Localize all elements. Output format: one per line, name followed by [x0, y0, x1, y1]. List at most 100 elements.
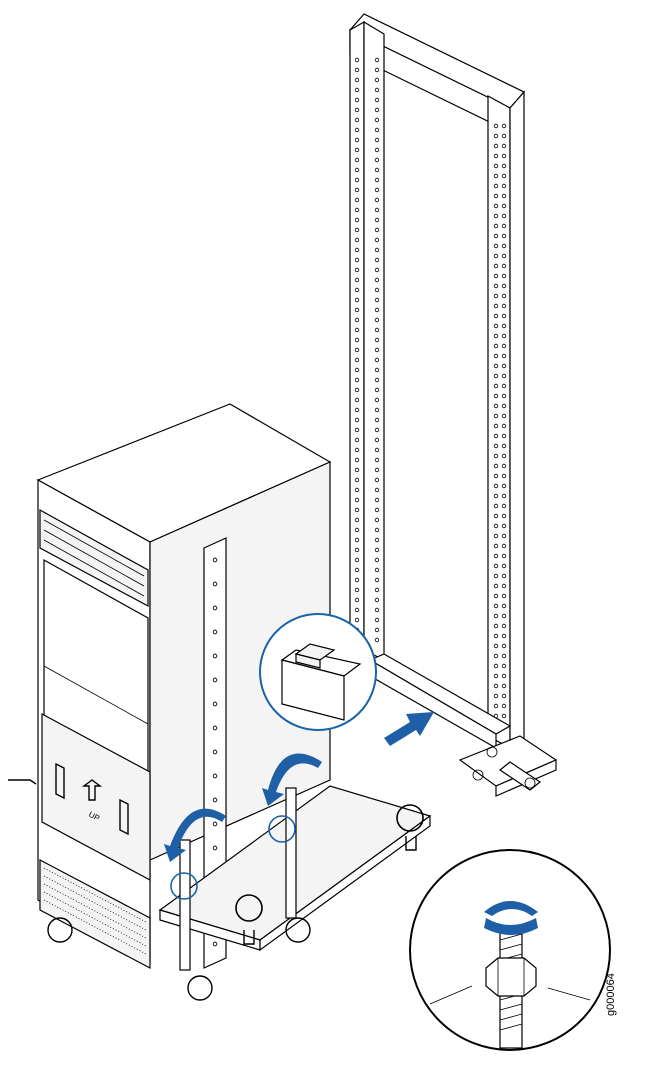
rack-hole [374, 97, 380, 103]
rack-hole [374, 117, 380, 123]
rack-hole [374, 407, 380, 413]
rack-hole [501, 333, 507, 339]
rack-hole [493, 373, 499, 379]
rack-hole [374, 437, 380, 443]
rotate-arrow-icon [164, 753, 322, 862]
rack-hole [493, 563, 499, 569]
rack-hole [354, 257, 360, 263]
rack-hole [374, 507, 380, 513]
rack-hole [374, 377, 380, 383]
rack-hole [501, 203, 507, 209]
rack-hole [493, 613, 499, 619]
rack-hole [493, 413, 499, 419]
rack-hole [501, 713, 507, 719]
rack-hole [501, 473, 507, 479]
rack-hole [493, 643, 499, 649]
rack-hole [501, 663, 507, 669]
router-chassis: UP [8, 403, 332, 969]
rack-hole [374, 477, 380, 483]
rack-hole [212, 749, 218, 755]
rack-hole [374, 207, 380, 213]
rack-hole [493, 523, 499, 529]
rack-hole [354, 467, 360, 473]
rack-hole [374, 627, 380, 633]
rack-hole [374, 517, 380, 523]
rack-hole [354, 517, 360, 523]
rack-hole [354, 197, 360, 203]
rack-hole [354, 137, 360, 143]
rack-hole [501, 193, 507, 199]
rack-hole [493, 673, 499, 679]
rack-hole [501, 223, 507, 229]
rack-hole [501, 493, 507, 499]
rack-hole [501, 423, 507, 429]
rack-hole [493, 553, 499, 559]
rack-hole [354, 587, 360, 593]
rack-hole [501, 313, 507, 319]
rack-hole [212, 773, 218, 779]
rack-hole [354, 267, 360, 273]
rack-hole [374, 557, 380, 563]
rack-hole [493, 243, 499, 249]
rack-hole [354, 117, 360, 123]
rack-hole [212, 677, 218, 683]
rack-hole [212, 725, 218, 731]
rack-hole [354, 357, 360, 363]
rack-hole [374, 537, 380, 543]
rack-hole [212, 821, 218, 827]
rack-hole [501, 353, 507, 359]
rack-hole [501, 413, 507, 419]
rack-hole [354, 497, 360, 503]
rack-hole [493, 133, 499, 139]
rack-hole [493, 693, 499, 699]
rack-hole [501, 463, 507, 469]
rack-hole [354, 417, 360, 423]
rack-hole [501, 623, 507, 629]
rack-hole [354, 277, 360, 283]
rack-hole [501, 433, 507, 439]
rack-hole [374, 527, 380, 533]
rack-hole [501, 243, 507, 249]
open-frame-rack [349, 13, 558, 797]
rack-hole [493, 513, 499, 519]
figure-id-label: g000064 [605, 973, 617, 1016]
rack-hole [493, 633, 499, 639]
rack-hole [501, 133, 507, 139]
rack-hole [493, 333, 499, 339]
rack-hole [354, 477, 360, 483]
rack-hole [212, 845, 218, 851]
rack-hole [501, 363, 507, 369]
rack-hole [501, 183, 507, 189]
rack-hole [374, 347, 380, 353]
rack-hole [493, 303, 499, 309]
rack-hole [501, 233, 507, 239]
rack-hole [354, 577, 360, 583]
rack-hole [354, 67, 360, 73]
rack-hole [374, 607, 380, 613]
rack-hole [374, 297, 380, 303]
rack-hole [493, 283, 499, 289]
rack-hole [354, 487, 360, 493]
rack-hole [493, 583, 499, 589]
rack-hole [501, 163, 507, 169]
rack-hole [493, 713, 499, 719]
rack-hole [354, 177, 360, 183]
rack-hole [493, 503, 499, 509]
rack-hole [374, 617, 380, 623]
rack-hole [501, 643, 507, 649]
rack-hole [501, 703, 507, 709]
rack-hole [354, 157, 360, 163]
rack-hole [493, 543, 499, 549]
rack-hole [354, 77, 360, 83]
rack-hole [493, 593, 499, 599]
rack-hole [493, 273, 499, 279]
rack-hole [374, 77, 380, 83]
rack-hole [354, 617, 360, 623]
rack-hole [354, 287, 360, 293]
rack-hole [374, 87, 380, 93]
rack-hole [374, 147, 380, 153]
rack-hole [501, 673, 507, 679]
rack-hole [493, 183, 499, 189]
bracket-detail [259, 613, 377, 731]
